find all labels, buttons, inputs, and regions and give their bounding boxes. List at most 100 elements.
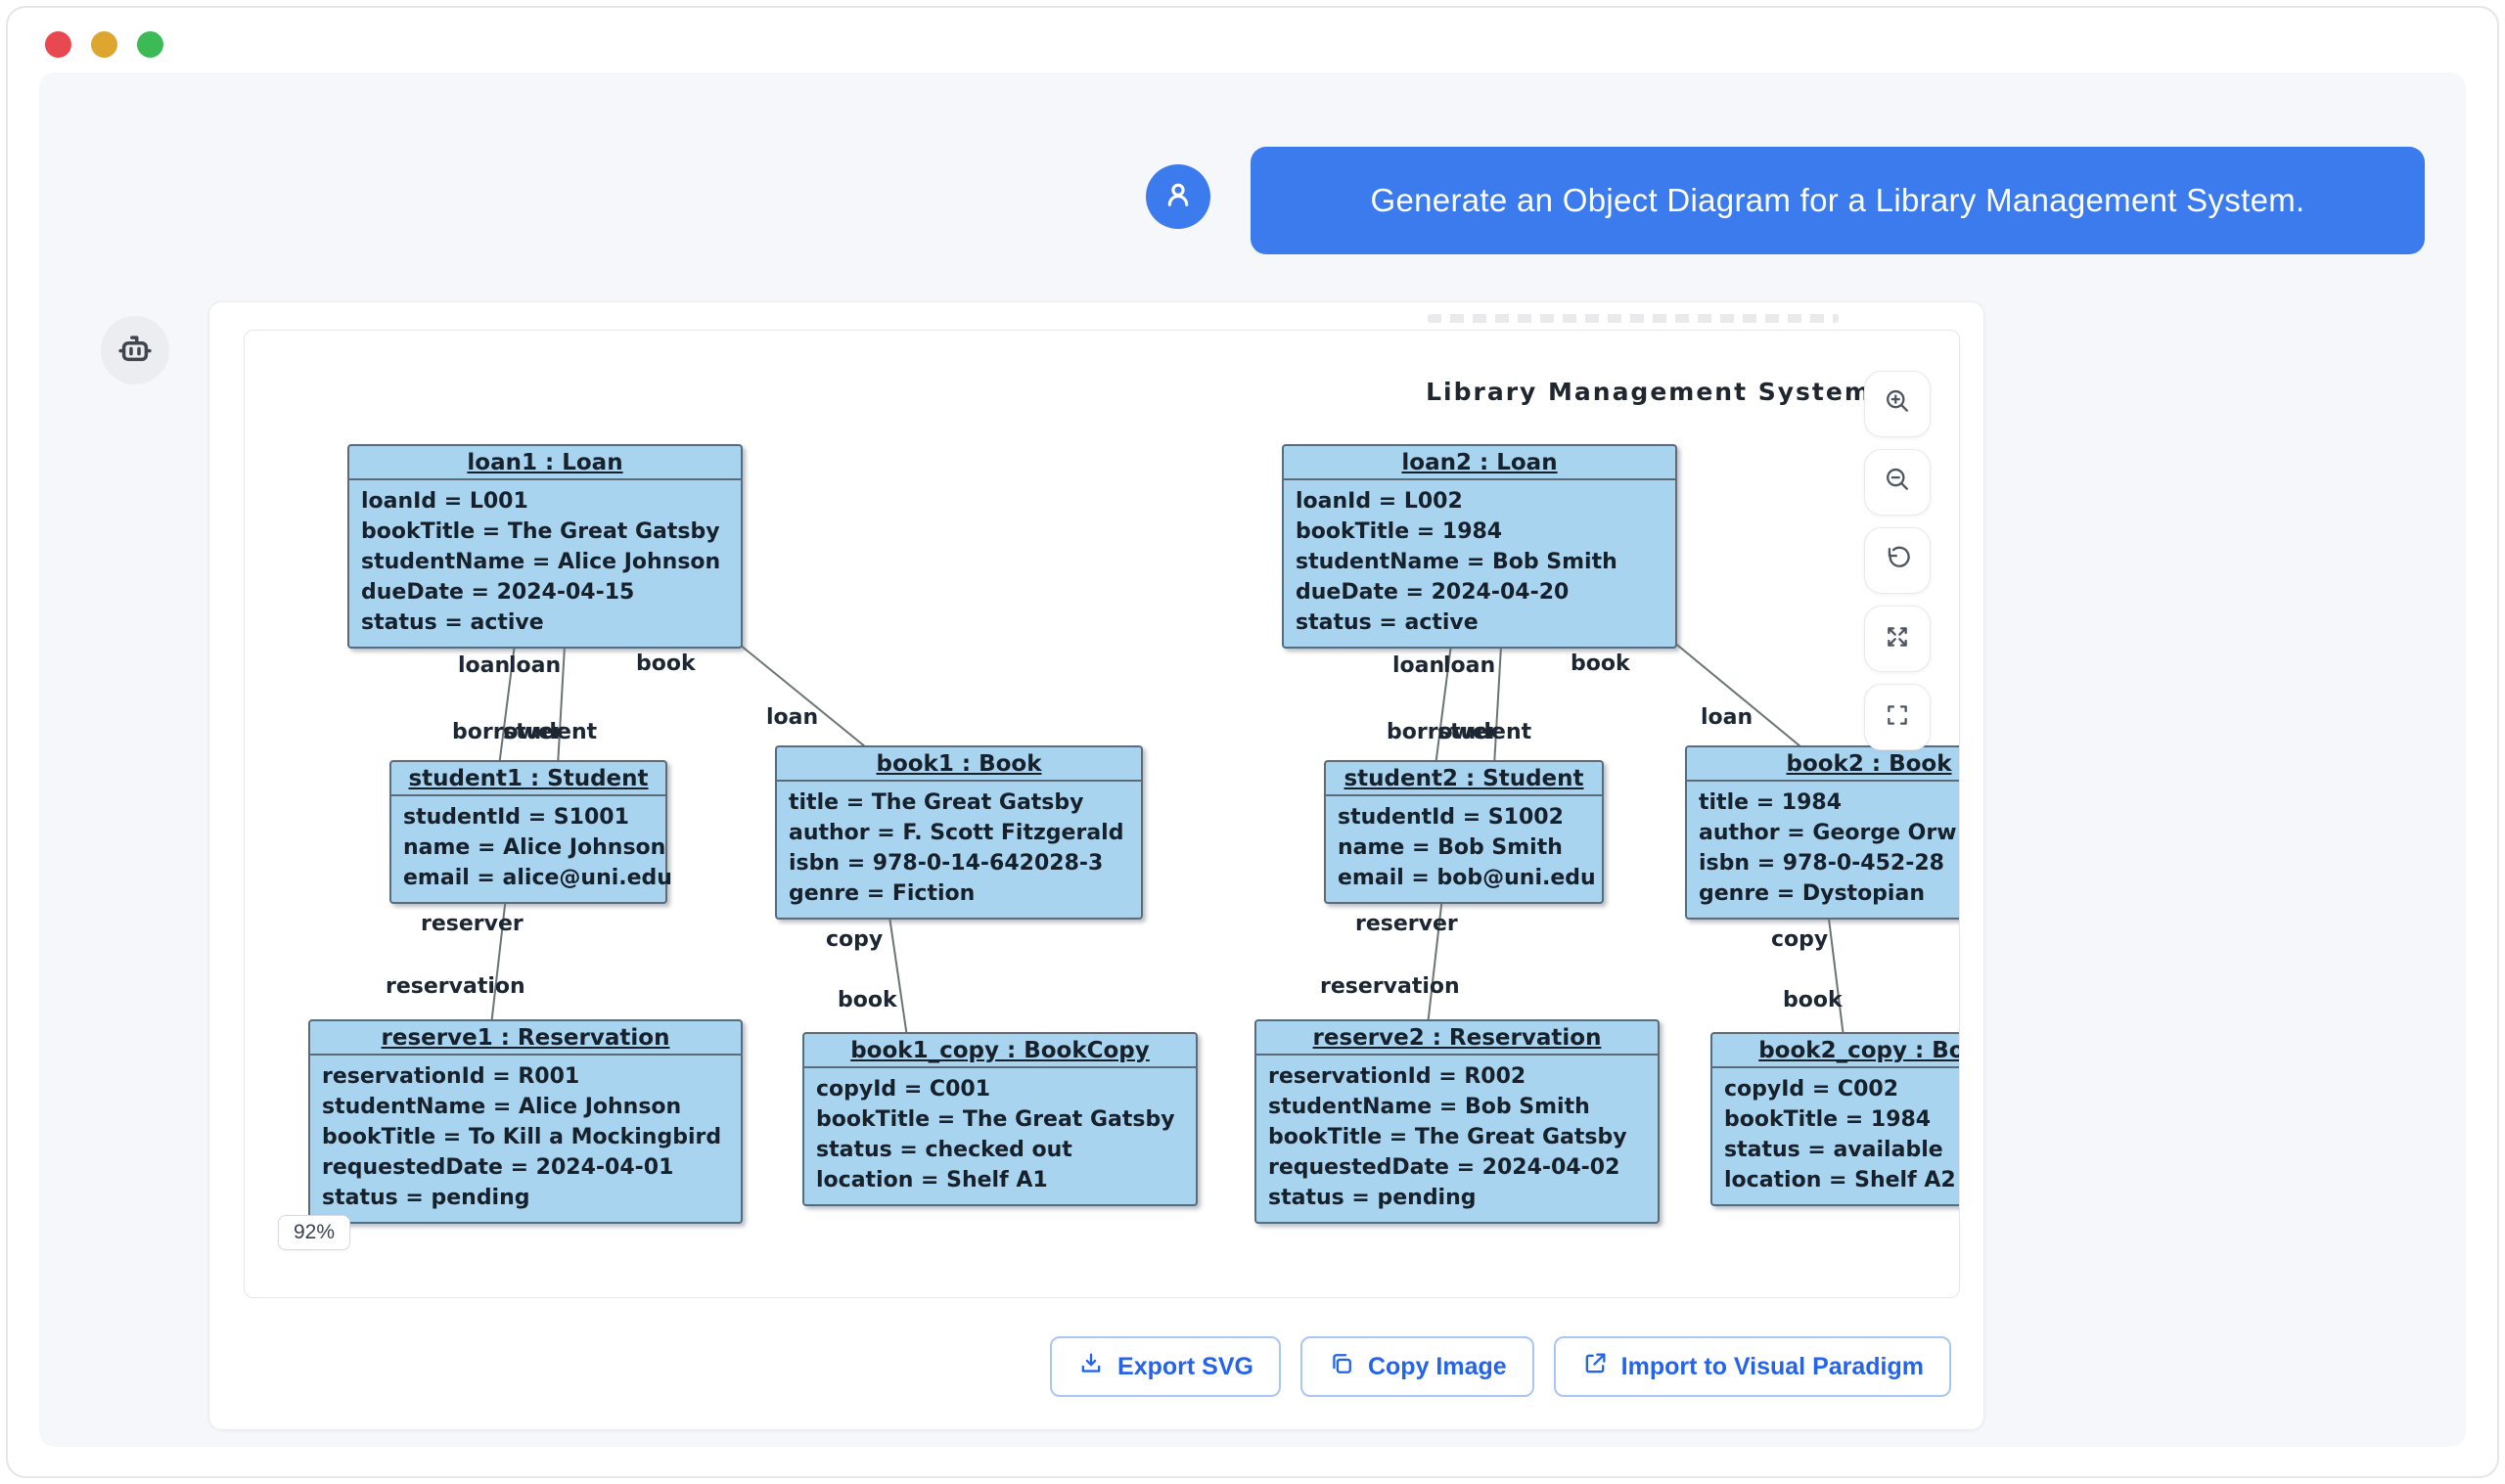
object-attr: status = checked out [816, 1138, 1072, 1162]
object-attr: reservationId = R002 [1268, 1064, 1526, 1089]
edge-label: loan [1443, 653, 1496, 678]
edge-label: loan [1701, 705, 1754, 730]
edge-label: loan [766, 705, 819, 730]
object-loan1[interactable]: loan1 : Loan loanId = L001 bookTitle = T… [347, 444, 743, 649]
object-attributes: reservationId = R002 studentName = Bob S… [1256, 1056, 1658, 1222]
export-svg-button[interactable]: Export SVG [1050, 1336, 1281, 1397]
edge-label: loan [458, 653, 511, 678]
object-attr: genre = Dystopian [1699, 881, 1925, 906]
object-reserve1[interactable]: reserve1 : Reservation reservationId = R… [308, 1019, 743, 1224]
object-book1[interactable]: book1 : Book title = The Great Gatsby au… [775, 745, 1143, 920]
object-loan2[interactable]: loan2 : Loan loanId = L002 bookTitle = 1… [1282, 444, 1677, 649]
object-student2[interactable]: student2 : Student studentId = S1002 nam… [1324, 760, 1604, 904]
object-title: book2_copy : BookCopy [1712, 1034, 1959, 1068]
edge-label: copy [826, 927, 884, 952]
user-avatar [1146, 164, 1210, 229]
object-attr: email = alice@uni.edu [403, 866, 672, 890]
object-attr: isbn = 978-0-14-642028-3 [789, 851, 1104, 876]
expand-icon [1883, 622, 1912, 656]
edge-label: book [636, 652, 696, 676]
edge-label: student [1437, 720, 1532, 744]
object-attr: requestedDate = 2024-04-02 [1268, 1155, 1620, 1180]
object-attr: name = Bob Smith [1338, 835, 1563, 860]
object-attr: dueDate = 2024-04-20 [1296, 580, 1570, 605]
close-window-button[interactable] [45, 31, 71, 58]
reset-icon [1883, 544, 1912, 578]
object-attributes: loanId = L002 bookTitle = 1984 studentNa… [1284, 480, 1675, 647]
object-attr: studentId = S1002 [1338, 805, 1564, 830]
edge-label: book [1571, 652, 1630, 676]
object-attr: status = pending [1268, 1186, 1477, 1210]
edge-label: reserver [421, 912, 524, 936]
copy-image-button[interactable]: Copy Image [1299, 1336, 1534, 1397]
object-attributes: title = The Great Gatsby author = F. Sco… [777, 782, 1141, 918]
maximize-window-button[interactable] [137, 31, 163, 58]
object-attr: status = active [1296, 610, 1479, 635]
object-attr: status = pending [322, 1186, 530, 1210]
object-attr: studentName = Alice Johnson [322, 1095, 682, 1119]
expand-button[interactable] [1864, 606, 1931, 672]
object-attr: bookTitle = 1984 [1296, 519, 1503, 544]
object-attributes: title = 1984 author = George Orw isbn = … [1687, 782, 1959, 918]
object-book2-copy[interactable]: book2_copy : BookCopy copyId = C002 book… [1710, 1032, 1959, 1206]
import-to-visual-paradigm-label: Import to Visual Paradigm [1620, 1352, 1924, 1380]
relationship-lines [490, 628, 1845, 1038]
object-attr: studentName = Bob Smith [1268, 1095, 1590, 1119]
object-attr: name = Alice Johnson [403, 835, 666, 860]
object-attr: title = 1984 [1699, 790, 1843, 815]
object-title: loan1 : Loan [349, 446, 741, 480]
fullscreen-button[interactable] [1864, 684, 1931, 750]
diagram-controls [1864, 371, 1931, 750]
copy-image-label: Copy Image [1367, 1352, 1507, 1380]
edge-label: reservation [386, 974, 525, 999]
object-attr: email = bob@uni.edu [1338, 866, 1596, 890]
edge-label: borrower [1387, 720, 1498, 744]
robot-icon [114, 328, 156, 374]
object-attributes: studentId = S1002 name = Bob Smith email… [1326, 796, 1602, 902]
diagram-viewport[interactable]: Library Management System [244, 330, 1960, 1298]
download-icon [1077, 1350, 1105, 1384]
object-attr: bookTitle = The Great Gatsby [361, 519, 720, 544]
object-book2[interactable]: book2 : Book title = 1984 author = Georg… [1685, 745, 1959, 920]
import-to-visual-paradigm-button[interactable]: Import to Visual Paradigm [1553, 1336, 1951, 1397]
zoom-out-icon [1883, 466, 1912, 500]
object-title: loan2 : Loan [1284, 446, 1675, 480]
object-book1-copy[interactable]: book1_copy : BookCopy copyId = C001 book… [802, 1032, 1198, 1206]
object-attributes: reservationId = R001 studentName = Alice… [310, 1056, 741, 1222]
object-title: book2 : Book [1687, 747, 1959, 782]
object-attr: copyId = C002 [1724, 1077, 1898, 1102]
object-attr: copyId = C001 [816, 1077, 990, 1102]
object-attr: reservationId = R001 [322, 1064, 580, 1089]
diagram-title: Library Management System [1426, 378, 1872, 406]
zoom-out-button[interactable] [1864, 449, 1931, 516]
fullscreen-icon [1883, 700, 1912, 735]
edge-label: copy [1771, 927, 1829, 952]
object-attr: status = available [1724, 1138, 1943, 1162]
object-reserve2[interactable]: reserve2 : Reservation reservationId = R… [1254, 1019, 1660, 1224]
zoom-in-icon [1883, 387, 1912, 422]
object-student1[interactable]: student1 : Student studentId = S1001 nam… [389, 760, 672, 904]
object-attr: author = George Orw [1699, 821, 1957, 845]
object-attributes: copyId = C002 bookTitle = 1984 status = … [1712, 1068, 1959, 1204]
edge-label: loan [1392, 653, 1445, 678]
edge-label: borrower [452, 720, 564, 744]
zoom-level-badge: 92% [278, 1215, 351, 1250]
minimize-window-button[interactable] [91, 31, 117, 58]
zoom-in-button[interactable] [1864, 371, 1931, 437]
edge-label: reserver [1355, 912, 1458, 936]
object-attr: genre = Fiction [789, 881, 976, 906]
object-attributes: copyId = C001 bookTitle = The Great Gats… [804, 1068, 1196, 1204]
object-title: book1 : Book [777, 747, 1141, 782]
object-attr: dueDate = 2024-04-15 [361, 580, 635, 605]
edge-label: book [838, 988, 897, 1012]
export-svg-label: Export SVG [1117, 1352, 1253, 1380]
clipped-text-remnant [1428, 314, 1839, 323]
object-attr: status = active [361, 610, 544, 635]
object-title: reserve2 : Reservation [1256, 1021, 1658, 1056]
object-attr: loanId = L002 [1296, 489, 1463, 514]
object-title: reserve1 : Reservation [310, 1021, 741, 1056]
reset-view-button[interactable] [1864, 527, 1931, 594]
object-attr: title = The Great Gatsby [789, 790, 1084, 815]
object-attr: location = Shelf A2 [1724, 1168, 1956, 1192]
object-attr: studentId = S1001 [403, 805, 629, 830]
